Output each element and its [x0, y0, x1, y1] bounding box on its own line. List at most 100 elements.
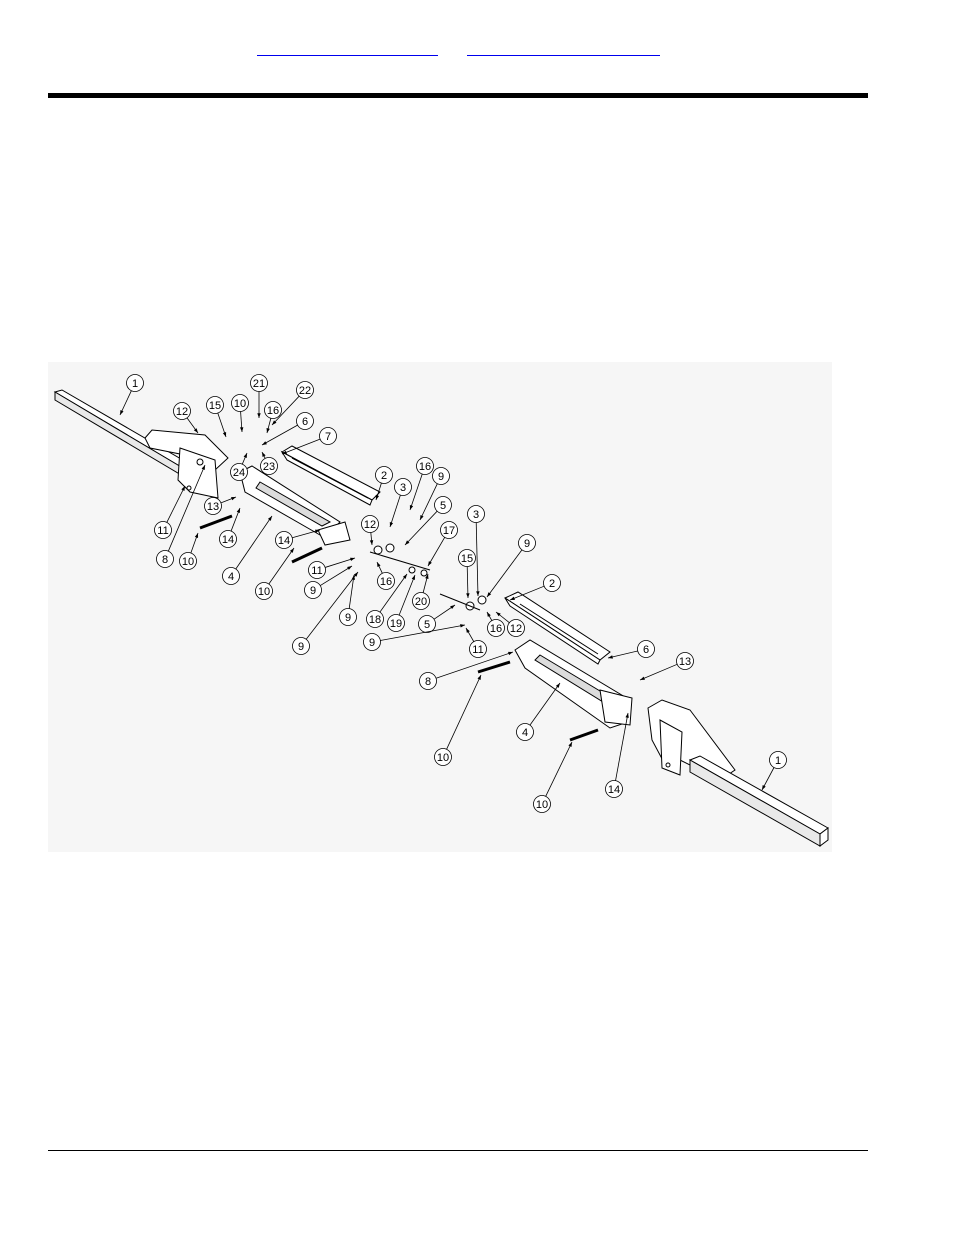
- callout-21: 21: [250, 374, 268, 418]
- callout-balloon: [419, 672, 437, 690]
- callout-leader: [615, 712, 629, 781]
- callout-11: 11: [154, 485, 186, 539]
- callout-arrowhead: [487, 592, 492, 597]
- callout-arrowhead: [231, 497, 236, 501]
- callout-leader: [529, 682, 561, 726]
- callout-arrowhead: [236, 508, 240, 513]
- callout-number: 3: [473, 509, 479, 521]
- callout-arrowhead: [315, 529, 320, 533]
- callout-leader: [435, 651, 514, 679]
- callout-10: 10: [533, 741, 573, 813]
- callout-balloon: [260, 457, 278, 475]
- callout-number: 6: [302, 416, 308, 428]
- callout-number: 20: [415, 596, 427, 608]
- callout-arrowhead: [120, 410, 124, 415]
- callout-leader: [305, 571, 359, 640]
- callout-leader: [398, 574, 416, 616]
- callout-arrowhead: [262, 452, 266, 457]
- callout-16: 16: [409, 457, 434, 511]
- left-square-tube: [53, 389, 202, 483]
- callout-balloon: [637, 640, 655, 658]
- upper-left-arm: [280, 445, 381, 506]
- callout-balloon: [255, 582, 273, 600]
- callout-number: 23: [263, 461, 275, 473]
- callout-number: 9: [369, 637, 375, 649]
- upper-right-arm: [503, 591, 611, 665]
- callout-leader: [261, 424, 298, 446]
- callout-10: 10: [179, 532, 199, 570]
- callout-leader: [639, 663, 678, 681]
- callout-arrowhead: [625, 713, 629, 718]
- callout-4: 4: [222, 515, 273, 585]
- callout-arrowhead: [350, 557, 355, 562]
- callout-9: 9: [292, 571, 359, 655]
- callout-arrowhead: [555, 683, 560, 688]
- lower-right-arm: [514, 639, 633, 729]
- callout-balloon: [275, 531, 293, 549]
- callout-number: 9: [310, 585, 316, 597]
- callout-balloon: [250, 374, 268, 392]
- callout-9: 9: [363, 624, 466, 651]
- callout-arrowhead: [411, 575, 415, 580]
- callout-arrowhead: [420, 515, 424, 520]
- callout-leader: [404, 510, 438, 546]
- callout-number: 10: [234, 398, 246, 410]
- callout-arrowhead: [450, 605, 455, 610]
- callout-balloon: [296, 381, 314, 399]
- callout-leader: [268, 547, 295, 585]
- callout-balloon: [292, 637, 310, 655]
- callout-leader: [409, 473, 423, 511]
- callout-balloon: [231, 394, 249, 412]
- callout-number: 14: [278, 535, 290, 547]
- callout-arrowhead: [239, 427, 244, 432]
- callout-leader: [380, 624, 466, 641]
- footer-rule: [48, 1150, 868, 1151]
- callout-arrowhead: [289, 548, 294, 553]
- callout-arrowhead: [466, 593, 470, 598]
- callout-balloon: [769, 751, 787, 769]
- callout-6: 6: [607, 640, 655, 659]
- callout-22: 22: [271, 381, 314, 426]
- callout-number: 19: [390, 618, 402, 630]
- callout-balloon: [366, 610, 384, 628]
- callout-arrowhead: [375, 495, 380, 500]
- callout-arrowhead: [201, 465, 205, 470]
- callout-16: 16: [486, 611, 505, 637]
- callout-arrowhead: [508, 651, 513, 656]
- callout-leader: [427, 537, 446, 567]
- callout-number: 3: [400, 482, 406, 494]
- callout-14: 14: [219, 507, 241, 548]
- callout-arrowhead: [405, 540, 410, 545]
- callout-number: 9: [345, 612, 351, 624]
- callout-17: 17: [427, 521, 458, 567]
- callout-number: 1: [775, 755, 781, 767]
- callout-balloon: [375, 466, 393, 484]
- callout-15: 15: [206, 396, 227, 438]
- callout-arrowhead: [466, 628, 470, 633]
- callout-leader: [466, 566, 469, 599]
- callout-2: 2: [509, 574, 561, 601]
- callout-balloon: [126, 374, 144, 392]
- callout-8: 8: [419, 651, 514, 690]
- callout-balloon: [219, 530, 237, 548]
- callout-10: 10: [231, 394, 249, 433]
- callout-12: 12: [173, 402, 199, 434]
- callout-number: 9: [524, 538, 530, 550]
- callout-10: 10: [434, 674, 482, 766]
- callout-arrowhead: [762, 785, 766, 790]
- callout-1: 1: [761, 751, 787, 791]
- callout-arrowhead: [496, 612, 501, 617]
- callout-balloon: [518, 534, 536, 552]
- callout-balloon: [469, 640, 487, 658]
- callout-arrowhead: [568, 742, 572, 747]
- header-link-left[interactable]: [257, 45, 438, 56]
- header-link-right[interactable]: [467, 45, 660, 56]
- callout-leader: [486, 549, 523, 598]
- callout-balloon: [394, 478, 412, 496]
- callout-number: 11: [157, 525, 168, 537]
- callout-number: 4: [522, 727, 528, 739]
- callout-arrowhead: [369, 540, 374, 545]
- callout-number: 10: [437, 752, 449, 764]
- callout-arrowhead: [377, 562, 381, 567]
